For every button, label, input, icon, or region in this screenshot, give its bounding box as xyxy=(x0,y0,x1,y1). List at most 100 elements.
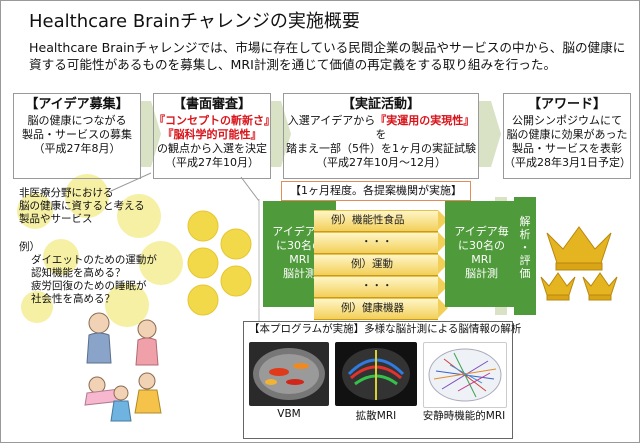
people-illustration xyxy=(84,312,162,422)
text-line: MRI xyxy=(289,253,310,266)
item-arrow xyxy=(438,298,448,318)
text-line: アイデア毎 xyxy=(454,225,509,238)
background-dot xyxy=(43,239,79,275)
text-line: ダイエットのための運動が xyxy=(31,254,157,266)
program-title: 【本プログラムが実施】多様な脳計測による脳情報の解析 xyxy=(249,323,522,335)
crown-icon xyxy=(540,272,576,301)
trial-item: ・・・ xyxy=(361,280,393,292)
brain-network-graphic xyxy=(428,348,502,402)
item-bar xyxy=(314,210,438,232)
text-line: 製品やサービス xyxy=(19,213,93,225)
text-line: に30名の xyxy=(458,239,505,252)
step-trial: 【実証活動】 入選アイデアから『実運用の実現性』を 踏まえ一部（5件）を1ヶ月の… xyxy=(283,93,479,179)
step-line: 製品・サービスの募集 xyxy=(22,128,132,141)
item-bar xyxy=(314,232,438,254)
text-line: MRI xyxy=(471,253,492,266)
diffusion-brain-image xyxy=(335,342,417,406)
trial-item: ・・・ xyxy=(361,236,393,248)
step-screening: 【書面審査】 『コンセプトの斬新さ』 『脳科学的可能性』 の観点から入選を決定 … xyxy=(153,93,275,179)
step-line: （平成27年10月） xyxy=(165,156,259,169)
step-header: 【アイデア募集】 xyxy=(25,97,129,112)
text-line: 脳計測 xyxy=(283,267,316,280)
slide-title: Healthcare Brainチャレンジの実施概要 xyxy=(29,11,360,32)
brain-vbm-graphic xyxy=(253,348,325,400)
char: 解 xyxy=(519,215,531,228)
background-dot xyxy=(21,291,53,323)
step-header: 【書面審査】 xyxy=(172,97,251,112)
background-dot xyxy=(139,241,183,285)
step-award: 【アワード】 公開シンポジウムにて 脳の健康に効果があった 製品・サービスを表彰… xyxy=(503,93,631,179)
step-line: （平成27年10月～12月） xyxy=(316,156,446,169)
background-dot xyxy=(117,194,161,238)
flow-arrow-1 xyxy=(141,101,161,167)
mri-measure-after: アイデア毎 に30名の MRI 脳計測 xyxy=(445,201,518,307)
step-line: 脳の健康につながる xyxy=(27,114,127,127)
text-line: アイデア毎 xyxy=(272,225,327,238)
text-line: 脳の健康に資すると考える xyxy=(19,200,145,212)
idea-bubble xyxy=(187,284,219,316)
item-arrow xyxy=(438,254,448,274)
text-line: 社会性を高める？ xyxy=(31,293,115,305)
vbm-brain-image xyxy=(249,342,329,406)
background-dot xyxy=(17,193,53,229)
step-line: の観点から入選を決定 xyxy=(157,142,267,155)
text-line: 疲労回復のための睡眠が xyxy=(31,280,147,292)
text-line: 認知機能を高める？ xyxy=(31,267,126,279)
item-bar xyxy=(314,298,438,320)
char: ・ xyxy=(519,241,531,254)
item-arrow xyxy=(438,232,448,252)
step-header: 【実証活動】 xyxy=(341,97,420,112)
trial-item: 例）機能性食品 xyxy=(331,214,405,226)
text: を xyxy=(375,128,387,141)
caption-diffusion: 拡散MRI xyxy=(355,410,397,422)
intro-text: Healthcare Brainチャレンジでは、市場に存在している民間企業の製品… xyxy=(29,40,626,72)
char: 価 xyxy=(519,267,531,280)
step-header: 【アワード】 xyxy=(527,97,606,112)
step-line: 製品・サービスを表彰 xyxy=(512,142,622,155)
step-idea-call: 【アイデア募集】 脳の健康につながる 製品・サービスの募集 （平成27年8月） xyxy=(13,93,141,179)
connector-line xyxy=(110,172,152,192)
item-arrow xyxy=(438,210,448,230)
left-description: 非医療分野における 脳の健康に資すると考える 製品やサービス xyxy=(19,187,145,226)
crown-icon xyxy=(546,226,612,271)
item-bar xyxy=(314,254,438,276)
text: 入選アイデアから xyxy=(287,114,376,127)
rsfmri-brain-image xyxy=(423,342,507,408)
example-label: 例） xyxy=(19,241,40,253)
step-criterion: 『コンセプトの斬新さ』 xyxy=(154,114,275,127)
background-dot xyxy=(65,174,109,218)
trial-note: 【1ヶ月程度。各提案機関が実施】 xyxy=(281,181,471,201)
text-line: 脳計測 xyxy=(465,267,498,280)
idea-bubble xyxy=(220,265,252,297)
brain-dti-graphic xyxy=(342,348,410,400)
step-line: （平成27年8月） xyxy=(33,142,121,155)
connector-line xyxy=(240,176,260,202)
step-criterion: 『脳科学的可能性』 xyxy=(162,128,262,141)
text-line: 非医療分野における xyxy=(19,187,114,199)
step-line-1: 入選アイデアから『実運用の実現性』を xyxy=(284,114,478,142)
step-line: 踏まえ一部（5件）を1ヶ月の実証試験 xyxy=(286,142,476,155)
text-line: に30名の xyxy=(276,239,323,252)
background-dot xyxy=(105,283,149,327)
flow-arrow-2 xyxy=(271,101,291,167)
item-arrow xyxy=(438,276,448,296)
char: 評 xyxy=(519,254,531,267)
example-list: ダイエットのための運動が 認知機能を高める？ 疲労回復のための睡眠が 社会性を高… xyxy=(31,254,157,306)
flow-arrow-3 xyxy=(479,101,501,167)
item-bar xyxy=(314,276,438,298)
idea-bubble xyxy=(220,228,252,260)
step-line: 公開シンポジウムにて xyxy=(512,114,622,127)
step-criterion: 『実運用の実現性』 xyxy=(375,114,475,127)
step-line: （平成28年3月1日予定） xyxy=(504,156,631,169)
trial-item: 例）運動 xyxy=(351,258,393,270)
step-line: 脳の健康に効果があった xyxy=(506,128,628,141)
idea-bubble xyxy=(187,210,219,242)
trial-item: 例）健康機器 xyxy=(341,302,404,314)
char: 析 xyxy=(519,228,531,241)
analysis-evaluation-bar: 解 析 ・ 評 価 xyxy=(514,197,536,315)
crown-icon xyxy=(582,272,618,301)
idea-bubble xyxy=(187,247,219,279)
caption-rsfmri: 安静時機能的MRI xyxy=(422,410,506,422)
caption-vbm: VBM xyxy=(277,408,301,420)
